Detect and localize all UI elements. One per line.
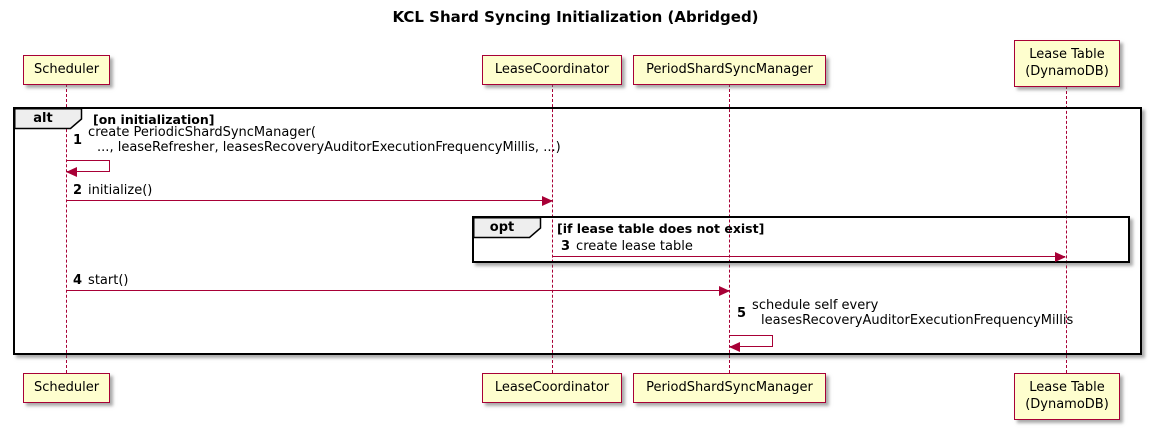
lifeline-period-shard-sync-manager (729, 84, 730, 373)
message-2-arrow (67, 196, 553, 206)
participant-lease-table-bottom: Lease Table (DynamoDB) (1014, 373, 1120, 420)
participant-label: PeriodShardSyncManager (646, 61, 813, 77)
arrowhead-right-icon (542, 196, 553, 206)
opt-guard-label: [if lease table does not exist] (557, 221, 765, 236)
lifeline-scheduler (66, 84, 67, 373)
participant-label: Scheduler (33, 61, 100, 77)
message-2-number: 2 (73, 183, 83, 198)
lifeline-lease-coordinator (552, 84, 553, 373)
arrowhead-left-icon (729, 342, 740, 352)
message-3-number: 3 (561, 239, 571, 254)
alt-guard-label: [on initialization] (93, 112, 215, 127)
participant-label: PeriodShardSyncManager (646, 379, 813, 395)
diagram-title: KCL Shard Syncing Initialization (Abridg… (392, 8, 759, 26)
participant-sublabel: (DynamoDB) (1025, 396, 1109, 412)
message-5-number: 5 (737, 305, 747, 321)
participant-label: LeaseCoordinator (494, 379, 610, 395)
arrowhead-right-icon (1055, 252, 1066, 262)
message-2-text: initialize() (88, 183, 153, 198)
participant-period-shard-sync-manager-bottom: PeriodShardSyncManager (633, 373, 826, 403)
alt-frame-tab (14, 108, 83, 130)
opt-frame: opt [if lease table does not exist] (472, 216, 1130, 263)
lifeline-lease-table (1066, 86, 1067, 373)
message-5-text-line2: leasesRecoveryAuditorExecutionFrequencyM… (761, 313, 1074, 328)
participant-label: Scheduler (33, 379, 100, 395)
arrowhead-right-icon (719, 286, 730, 296)
arrowhead-left-icon (66, 167, 77, 177)
message-4-label: 4 start() (73, 273, 128, 288)
message-5-text-line1: schedule self every (752, 298, 879, 313)
message-1-number: 1 (73, 132, 83, 148)
participant-label: Lease Table (1029, 380, 1105, 396)
participant-scheduler-bottom: Scheduler (23, 373, 110, 403)
message-3-text: create lease table (576, 239, 693, 254)
participant-label: Lease Table (1029, 47, 1105, 63)
message-2-label: 2 initialize() (73, 183, 152, 198)
participant-period-shard-sync-manager-top: PeriodShardSyncManager (633, 55, 826, 85)
participant-lease-coordinator-top: LeaseCoordinator (482, 55, 622, 85)
alt-frame: alt [on initialization] (13, 107, 1142, 355)
opt-frame-tab (473, 217, 542, 239)
message-4-text: start() (88, 273, 129, 288)
message-1-self-arrow (66, 160, 110, 177)
participant-lease-table-top: Lease Table (DynamoDB) (1014, 40, 1120, 87)
message-4-arrow (67, 286, 730, 296)
message-1-text-line2: ..., leaseRefresher, leasesRecoveryAudit… (97, 140, 561, 155)
alt-operator-label: alt (33, 111, 53, 126)
message-1-text-line1: create PeriodicShardSyncManager( (88, 125, 316, 140)
message-5-self-arrow (729, 335, 773, 352)
message-4-number: 4 (73, 273, 83, 288)
participant-lease-coordinator-bottom: LeaseCoordinator (482, 373, 622, 403)
message-3-label: 3 create lease table (561, 239, 693, 254)
participant-sublabel: (DynamoDB) (1025, 63, 1109, 79)
opt-operator-label: opt (489, 220, 515, 235)
participant-scheduler-top: Scheduler (23, 55, 110, 85)
message-3-arrow (553, 252, 1066, 262)
participant-label: LeaseCoordinator (494, 61, 610, 77)
message-5-label: 5 schedule self every leasesRecoveryAudi… (737, 298, 1073, 328)
message-1-label: 1 create PeriodicShardSyncManager( ..., … (73, 125, 561, 155)
